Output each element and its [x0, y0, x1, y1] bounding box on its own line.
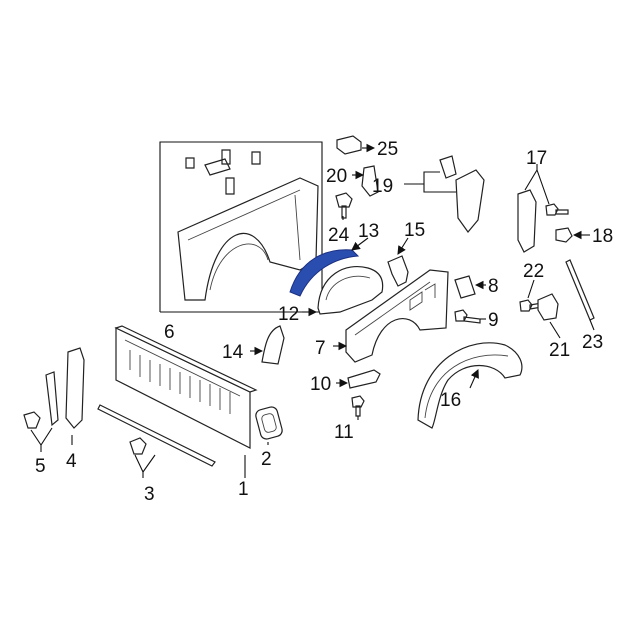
callout-6: 6 — [164, 322, 175, 343]
part-5-strip-and-fastener[interactable]: 5 — [23, 371, 59, 477]
part-3-seal-and-clips[interactable]: 3 — [97, 404, 216, 505]
part-1-tailgate[interactable]: 1 — [114, 325, 258, 500]
callout-9: 9 — [488, 310, 499, 331]
callout-16: 16 — [440, 390, 461, 411]
callout-14: 14 — [222, 342, 244, 363]
part-4-bracket[interactable]: 4 — [65, 347, 85, 472]
part-20-bracket[interactable]: 20 — [326, 165, 379, 197]
part-2-handle-bezel[interactable]: 2 — [254, 406, 283, 470]
callout-10: 10 — [310, 374, 331, 395]
part-8-plate[interactable]: 8 — [454, 275, 499, 299]
callout-1: 1 — [238, 479, 249, 500]
callout-18: 18 — [592, 226, 613, 247]
callout-11: 11 — [334, 422, 354, 443]
callout-7: 7 — [315, 338, 326, 359]
callout-17: 17 — [526, 148, 547, 169]
part-14-trim-piece[interactable]: 14 — [222, 325, 285, 365]
callout-12: 12 — [278, 304, 299, 325]
part-24-bolt[interactable]: 24 — [328, 192, 353, 246]
callout-8: 8 — [488, 276, 499, 297]
callout-23: 23 — [582, 332, 603, 353]
part-12-wheelhouse[interactable]: 12 — [278, 266, 384, 325]
part-9-bolt[interactable]: 9 — [454, 309, 499, 331]
callout-15: 15 — [404, 220, 425, 241]
callout-22: 22 — [523, 261, 544, 282]
part-25-clip[interactable]: 25 — [336, 135, 398, 160]
part-17-bracket-and-bolt[interactable]: 17 — [517, 148, 569, 253]
part-23-support-strut[interactable]: 23 — [565, 259, 603, 353]
callout-21: 21 — [549, 340, 570, 361]
part-15-bracket[interactable]: 15 — [387, 220, 425, 287]
callout-19: 19 — [372, 176, 393, 197]
callout-2: 2 — [261, 449, 272, 470]
part-16-wheel-liner[interactable]: 16 — [417, 342, 523, 429]
part-11-bolt[interactable]: 11 — [334, 395, 365, 443]
callout-24: 24 — [328, 225, 350, 246]
callout-13: 13 — [358, 221, 379, 242]
callout-3: 3 — [144, 484, 155, 505]
callout-25: 25 — [377, 139, 398, 160]
part-18-nut[interactable]: 18 — [555, 226, 613, 247]
part-10-bracket[interactable]: 10 — [310, 369, 381, 395]
callout-20: 20 — [326, 166, 347, 187]
part-13-wheelhouse-arch-highlighted[interactable]: 13 — [289, 221, 379, 297]
callout-4: 4 — [66, 451, 77, 472]
part-7-bed-side-panel[interactable]: 7 — [315, 269, 449, 363]
part-6-inner-panel-group[interactable]: 6 — [159, 141, 323, 343]
callout-5: 5 — [35, 456, 46, 477]
part-21-latch[interactable]: 21 — [537, 293, 570, 361]
part-19-brackets[interactable]: 19 — [372, 155, 485, 233]
